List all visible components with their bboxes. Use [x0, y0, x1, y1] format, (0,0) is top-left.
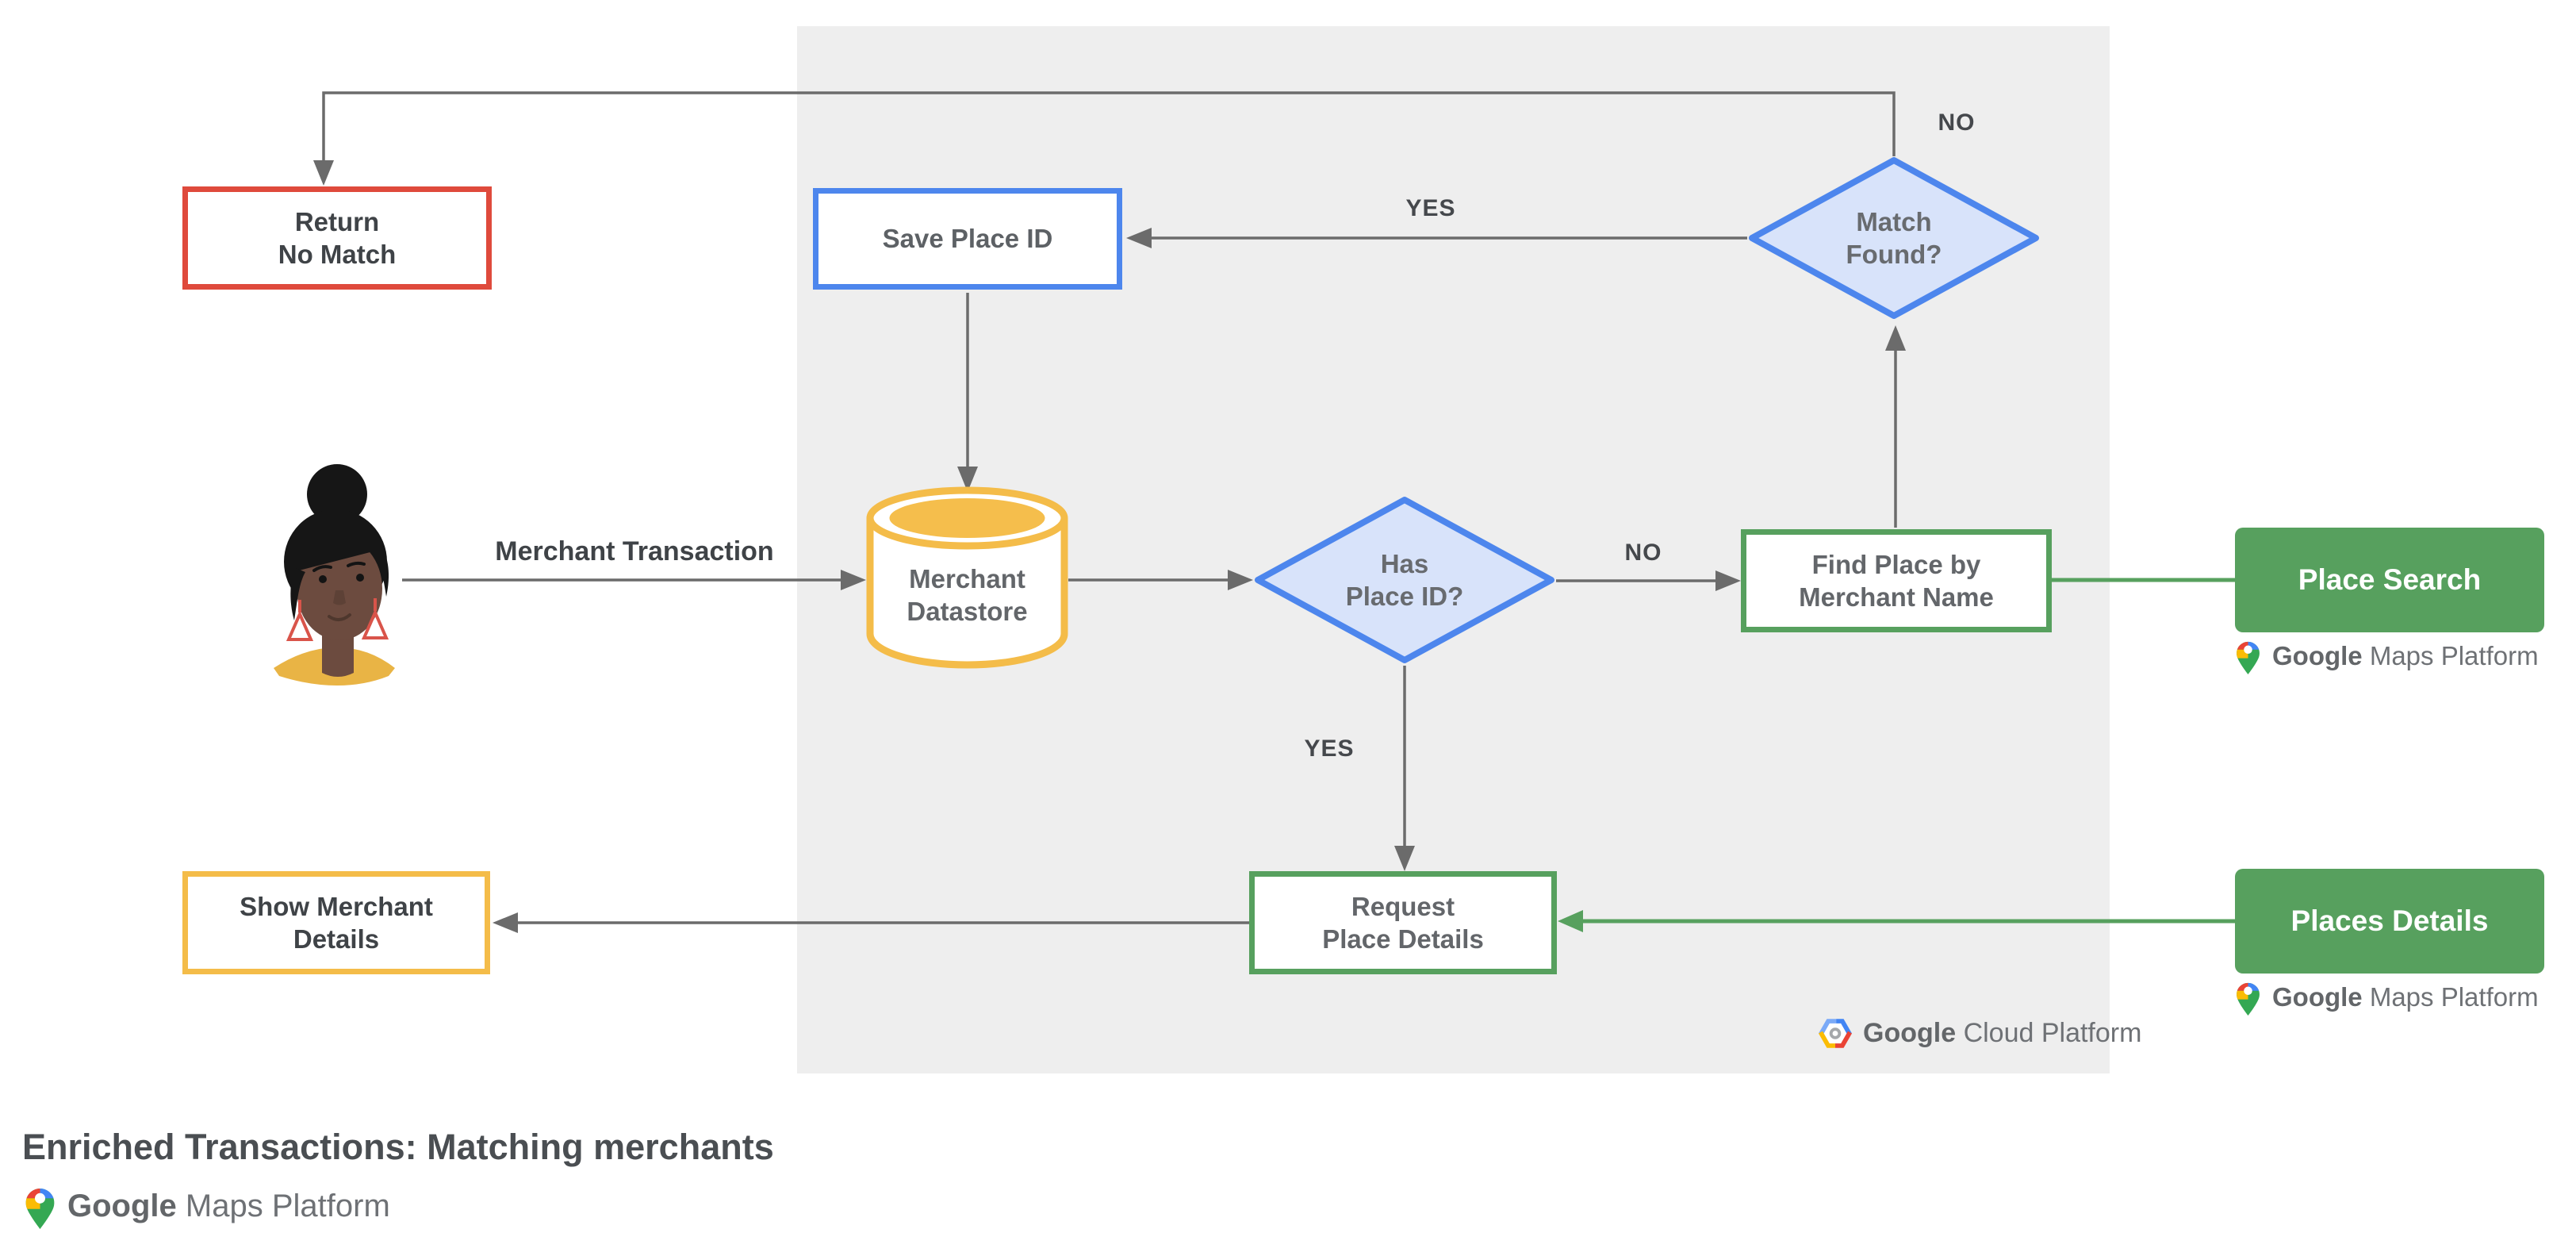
gmp-lockup-text: Google Maps Platform [67, 1189, 390, 1223]
gmp-lockup-text: Google Maps Platform [2272, 982, 2539, 1012]
node-return-no-match: Return No Match [182, 186, 492, 290]
gcp-lockup: Google Cloud Platform [1819, 1018, 2141, 1049]
node-find-place-by-merchant-name: Find Place by Merchant Name [1741, 529, 2052, 632]
chip-place-search: Place Search [2235, 528, 2544, 632]
gmp-lockup-places-details: Google Maps Platform [2235, 979, 2539, 1016]
merchant-datastore-label: Merchant Datastore [907, 563, 1028, 626]
gmp-lockup-place-search: Google Maps Platform [2235, 638, 2539, 674]
has-place-id-diamond-shape [1255, 497, 1554, 663]
google-maps-pin-icon [2237, 982, 2260, 1016]
google-maps-pin-icon [2237, 641, 2260, 674]
edge-label-match-yes: YES [1405, 195, 1456, 221]
gmp-lockup-text: Google Maps Platform [2272, 641, 2539, 670]
has-place-id-label: Has Place ID? [1345, 548, 1464, 611]
node-show-merchant-details: Show Merchant Details [182, 871, 490, 974]
node-save-place-id: Save Place ID [813, 188, 1122, 290]
arrowhead-left-show [493, 912, 518, 933]
gmp-lockup-footer: Google Maps Platform [24, 1184, 390, 1229]
node-match-found-diamond: Match Found? [1747, 156, 2041, 324]
match-found-diamond-shape [1749, 157, 2039, 319]
gcp-lockup-text: Google Cloud Platform [1863, 1018, 2142, 1048]
node-request-place-details: Request Place Details [1249, 871, 1557, 974]
node-has-place-id-diamond: Has Place ID? [1253, 496, 1556, 668]
edge-label-has-yes: YES [1304, 735, 1355, 762]
merchant-user-avatar [274, 464, 395, 686]
edge-label-merchant-transaction: Merchant Transaction [495, 536, 774, 566]
google-cloud-hexagon-icon [1819, 1019, 1852, 1048]
chip-places-details: Places Details [2235, 869, 2544, 974]
match-found-label: Match Found? [1846, 206, 1942, 269]
edge-label-match-no: NO [1938, 109, 1976, 136]
datastore-cylinder-body [866, 518, 1068, 669]
edge-label-has-no: NO [1624, 540, 1662, 566]
arrowhead-down-return [313, 160, 334, 186]
google-maps-pin-icon [25, 1189, 55, 1229]
diagram-title: Enriched Transactions: Matching merchant… [22, 1127, 774, 1167]
datastore-cylinder-top-inner [889, 498, 1045, 538]
node-merchant-datastore: Merchant Datastore [866, 486, 1068, 673]
